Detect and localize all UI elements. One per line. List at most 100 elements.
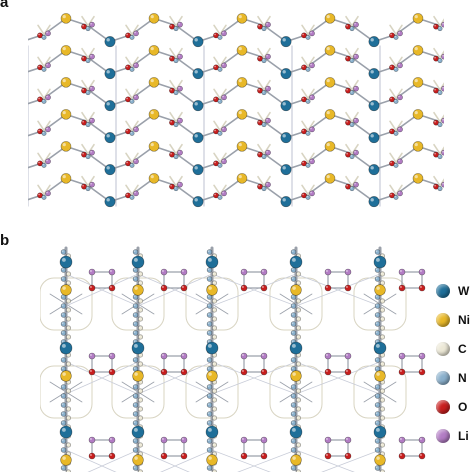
n-atom-highlight xyxy=(350,123,352,125)
n-atom-highlight xyxy=(61,313,64,315)
c-atom-highlight xyxy=(297,407,299,409)
li-atom-highlight xyxy=(266,54,268,57)
ni-atom xyxy=(324,109,336,120)
n-atom-highlight xyxy=(375,466,378,468)
w-atom xyxy=(368,68,380,80)
c-atom-highlight xyxy=(297,353,299,355)
w-atom xyxy=(289,425,303,439)
o-atom-highlight xyxy=(181,453,184,456)
legend-label-o: O xyxy=(458,399,468,414)
li-atom xyxy=(88,436,96,444)
n-atom xyxy=(374,465,381,471)
n-atom xyxy=(290,357,297,363)
ni-atom xyxy=(236,77,248,88)
o-atom xyxy=(260,452,268,460)
bond xyxy=(307,184,315,196)
li-atom xyxy=(160,268,168,276)
ni-atom xyxy=(132,284,144,296)
c-atom-highlight xyxy=(381,353,383,355)
c-atom-highlight xyxy=(67,335,69,337)
n-atom-highlight xyxy=(291,250,294,252)
n-atom xyxy=(85,90,91,96)
o-atom-highlight xyxy=(126,97,128,100)
li-atom xyxy=(397,158,403,165)
n-atom xyxy=(60,438,67,444)
n-atom-highlight xyxy=(86,123,88,125)
o-atom-highlight xyxy=(82,56,84,59)
ni-atom xyxy=(324,13,336,24)
o-atom xyxy=(398,452,406,460)
c-atom-highlight xyxy=(67,362,69,364)
n-atom-highlight xyxy=(86,155,88,157)
c-atom-highlight xyxy=(381,398,383,400)
n-atom-highlight xyxy=(174,155,176,157)
o-atom-highlight xyxy=(109,453,112,456)
n-atom xyxy=(349,58,355,64)
o-atom-highlight xyxy=(390,193,392,196)
li-atom-highlight xyxy=(354,118,356,121)
li-atom xyxy=(309,94,315,101)
bond xyxy=(439,178,444,187)
bond xyxy=(389,56,397,68)
n-atom-highlight xyxy=(130,163,132,166)
n-atom-highlight xyxy=(42,131,44,134)
c-atom-highlight xyxy=(381,299,383,301)
li-atom-highlight xyxy=(241,437,244,440)
o-atom-highlight xyxy=(434,120,436,123)
bond xyxy=(43,56,51,68)
o-atom xyxy=(108,452,116,460)
w-atom-swatch xyxy=(436,283,450,298)
n-atom xyxy=(305,162,311,168)
n-atom xyxy=(132,393,139,399)
n-atom-highlight xyxy=(61,304,64,306)
n-atom xyxy=(206,384,213,390)
li-atom xyxy=(108,268,116,276)
c-atom xyxy=(295,334,301,340)
bond xyxy=(439,114,444,123)
ni-atom-highlight xyxy=(208,456,212,460)
li-atom-highlight xyxy=(90,22,92,25)
n-atom-highlight xyxy=(174,123,176,125)
n-atom xyxy=(305,98,311,104)
n-atom-highlight xyxy=(306,35,308,38)
ni-atom-highlight xyxy=(62,456,66,460)
o-atom-highlight xyxy=(302,161,304,164)
n-atom xyxy=(261,154,267,160)
n-atom-highlight xyxy=(375,439,378,441)
n-atom xyxy=(60,447,67,453)
n-atom xyxy=(132,384,139,390)
n-atom-highlight xyxy=(207,448,210,450)
li-atom xyxy=(240,352,248,360)
bond xyxy=(81,143,89,155)
n-atom-highlight xyxy=(207,277,210,279)
bond xyxy=(160,449,213,472)
w-atom xyxy=(280,68,292,80)
ni-atom-highlight xyxy=(238,143,242,147)
li-atom xyxy=(180,436,188,444)
ni-atom xyxy=(374,284,386,296)
li-atom-highlight xyxy=(442,22,444,25)
n-atom-highlight xyxy=(207,367,210,369)
w-atom-highlight xyxy=(194,134,198,138)
li-atom-highlight xyxy=(178,22,180,25)
o-atom-highlight xyxy=(89,453,92,456)
n-atom-highlight xyxy=(133,250,136,252)
n-atom-highlight xyxy=(438,59,440,61)
n-atom xyxy=(206,276,213,282)
ni-atom xyxy=(412,77,424,88)
o-atom xyxy=(344,452,352,460)
bond xyxy=(439,146,444,155)
bond xyxy=(237,449,297,472)
li-atom-highlight xyxy=(222,159,224,162)
bond xyxy=(307,88,315,100)
ni-atom-highlight xyxy=(414,47,418,51)
n-atom-highlight xyxy=(218,195,220,198)
c-atom xyxy=(138,361,144,367)
n-atom xyxy=(374,330,381,336)
c-atom-highlight xyxy=(381,470,383,472)
n-atom-highlight xyxy=(438,91,440,93)
li-atom-highlight xyxy=(261,437,264,440)
n-atom xyxy=(206,357,213,363)
n-atom-highlight xyxy=(133,466,136,468)
c-atom-highlight xyxy=(67,470,69,472)
